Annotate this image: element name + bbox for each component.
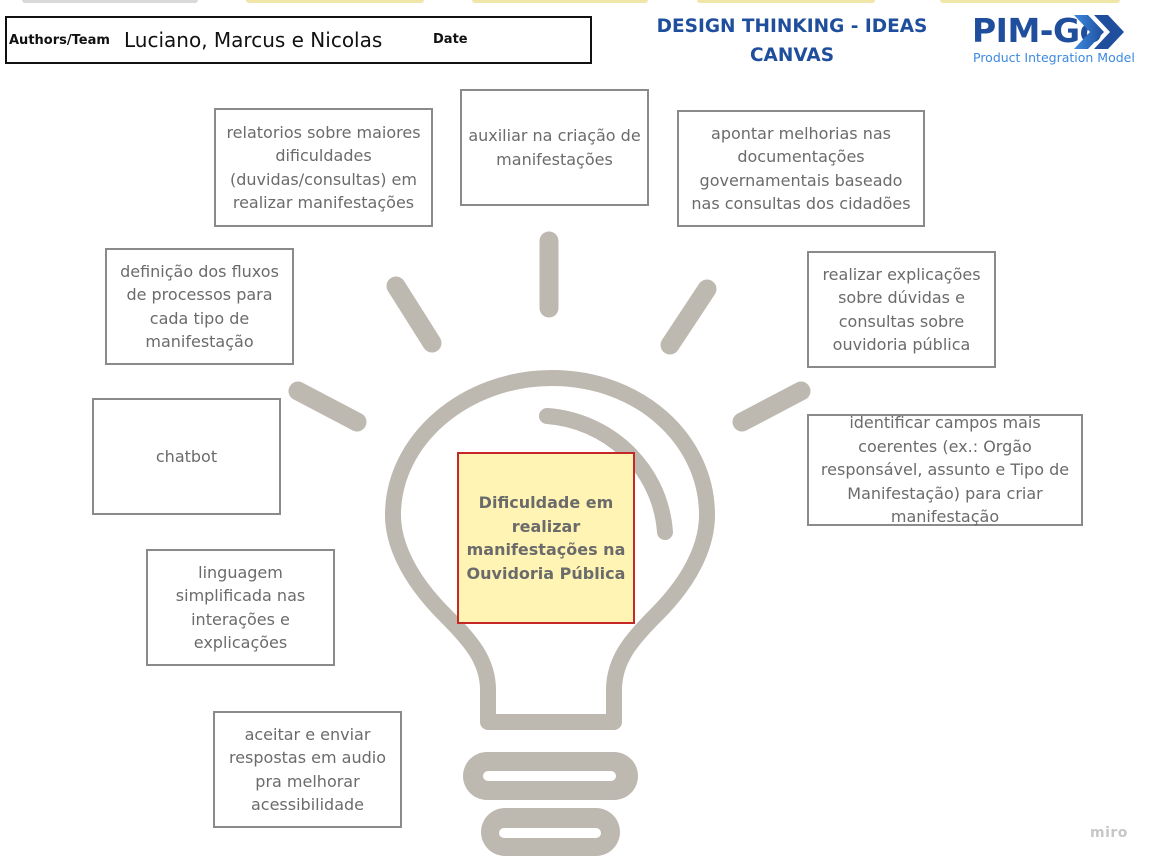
top-strip	[246, 0, 424, 3]
bulb-ray	[732, 381, 811, 432]
idea-card[interactable]: chatbot	[92, 398, 281, 515]
double-chevron-right-icon	[1074, 15, 1124, 49]
canvas-title: DESIGN THINKING - IDEAS CANVAS	[656, 16, 928, 66]
idea-card[interactable]: apontar melhorias nas documentações gove…	[677, 110, 925, 227]
central-problem-note[interactable]: Dificuldade em realizar manifestações na…	[457, 452, 635, 624]
miro-watermark: miro	[1090, 825, 1128, 841]
top-strip	[697, 0, 875, 3]
idea-card[interactable]: auxiliar na criação de manifestações	[460, 89, 649, 206]
idea-card[interactable]: realizar explicações sobre dúvidas e con…	[807, 251, 996, 368]
header-box	[5, 16, 592, 64]
idea-card[interactable]: linguagem simplificada nas interações e …	[146, 549, 335, 666]
bulb-base-band-gap	[499, 828, 601, 838]
bulb-reflection	[539, 408, 673, 540]
bulb-ray	[660, 279, 717, 355]
bulb-outline	[385, 370, 715, 730]
authors-value[interactable]: Luciano, Marcus e Nicolas	[124, 28, 383, 52]
bulb-ray	[386, 276, 442, 353]
idea-card[interactable]: relatorios sobre maiores dificuldades (d…	[214, 108, 433, 227]
date-label: Date	[433, 32, 468, 47]
logo-subtitle: Product Integration Model	[973, 50, 1135, 65]
idea-card[interactable]: identificar campos mais coerentes (ex.: …	[807, 413, 1083, 526]
bulb-base-band-gap	[483, 771, 616, 781]
idea-card[interactable]: definição dos fluxos de processos para c…	[105, 248, 294, 365]
bulb-ray	[288, 381, 367, 432]
logo: PIM-Go Product Integration Model	[972, 12, 1135, 66]
top-strip	[940, 0, 1120, 3]
top-strip	[472, 0, 648, 3]
idea-card[interactable]: aceitar e enviar respostas em audio pra …	[213, 711, 402, 828]
authors-label: Authors/Team	[9, 33, 110, 48]
top-strip	[22, 0, 198, 3]
